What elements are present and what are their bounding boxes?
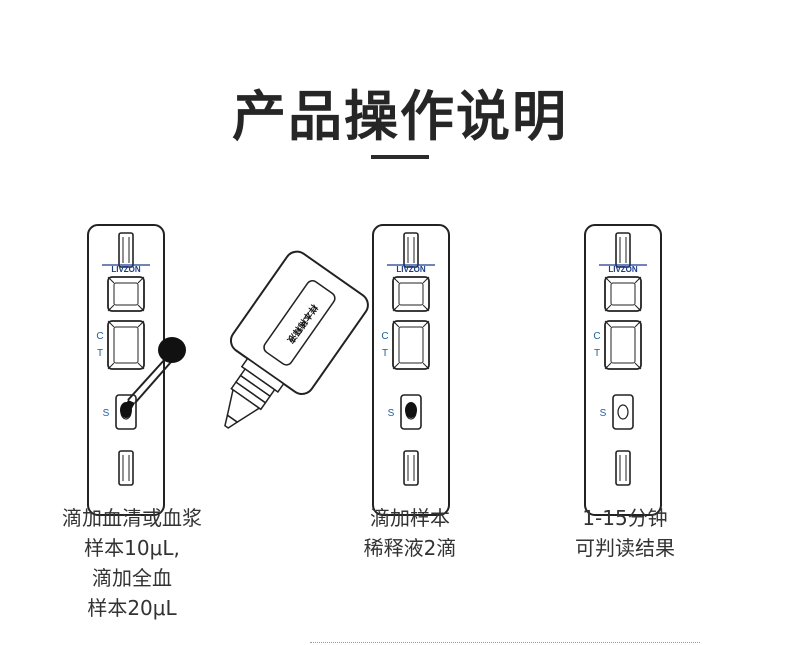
caption-line: 可判读结果 [575,536,675,560]
test-cassette-3: LIVZON C T S [584,224,662,516]
pipette [124,337,186,411]
brand-logo: LIVZON [396,265,426,274]
brand-logo: LIVZON [111,265,141,274]
caption-line: 滴加全血 [92,566,172,590]
step-3-caption: 1-15分钟 可判读结果 [520,503,730,563]
test-cassette-1: LIVZON C T S [87,224,165,516]
s-label: S [388,408,395,419]
t-label: T [382,348,388,359]
caption-line: 稀释液2滴 [363,536,457,560]
dotted-divider [310,642,700,643]
test-cassette-2: LIVZON C T S [372,224,450,516]
brand-logo: LIVZON [608,265,638,274]
diluent-bottle: 样本稀释液 [224,250,369,429]
t-label: T [97,348,103,359]
caption-line: 样本10μL, [84,536,180,560]
page-title: 产品操作说明 [232,85,568,148]
caption-line: 1-15分钟 [582,506,668,530]
t-label: T [594,348,600,359]
caption-line: 滴加血清或血浆 [62,506,202,530]
step-2-caption: 滴加样本 稀释液2滴 [305,503,515,563]
c-label: C [381,331,388,342]
caption-line: 样本20μL [87,596,177,620]
c-label: C [96,331,103,342]
s-label: S [600,408,607,419]
s-label: S [103,408,110,419]
title-underline [371,155,429,159]
c-label: C [593,331,600,342]
step-1-caption: 滴加血清或血浆 样本10μL, 滴加全血 样本20μL [22,503,242,623]
caption-line: 滴加样本 [370,506,450,530]
